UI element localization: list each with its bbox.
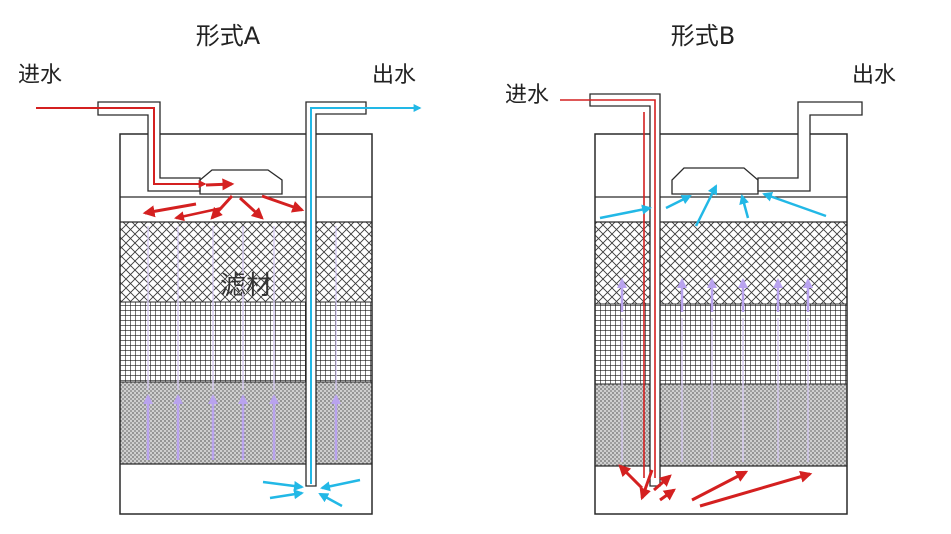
panel-b-title: 形式B [671,22,735,50]
panel-a-cross-layer [119,221,373,303]
panel-b-dots-layer [594,383,848,467]
panel-a-inlet-label: 进水 [18,63,62,88]
panel-a-outlet-label: 出水 [372,63,416,88]
panel-a-title: 形式A [196,22,261,50]
panel-a-upflow-arrows [143,394,341,460]
panel-b-inlet-pipe [589,93,661,487]
panel-a: 形式A 进水 出水 滤材 [18,22,422,515]
panel-a-inlet-pipe [97,101,201,192]
panel-a-distribution-arrows [142,178,305,222]
panel-b-outlet-pipe [757,101,863,192]
panel-a-tank [119,133,373,515]
panel-a-distributor-hood [199,169,283,195]
panel-a-media-label: 滤材 [220,271,272,301]
panel-b-distribution-arrows [618,464,813,508]
panel-b-collector-hood [671,167,759,195]
panel-b-tank [594,133,848,515]
panel-b-collect-arrows [599,184,827,227]
panel-b-cross-layer [594,221,848,305]
panel-b-outlet-label: 出水 [852,63,896,88]
panel-b-grid-layer [594,303,848,385]
panel-b: 形式B 进水 出水 [505,22,896,515]
panel-b-inlet-label: 进水 [505,83,549,108]
panel-b-upflow-arrows [617,278,813,312]
panel-a-dots-layer [119,381,373,465]
panel-a-intake-arrows [262,478,361,508]
panel-a-grid-layer [119,301,373,383]
